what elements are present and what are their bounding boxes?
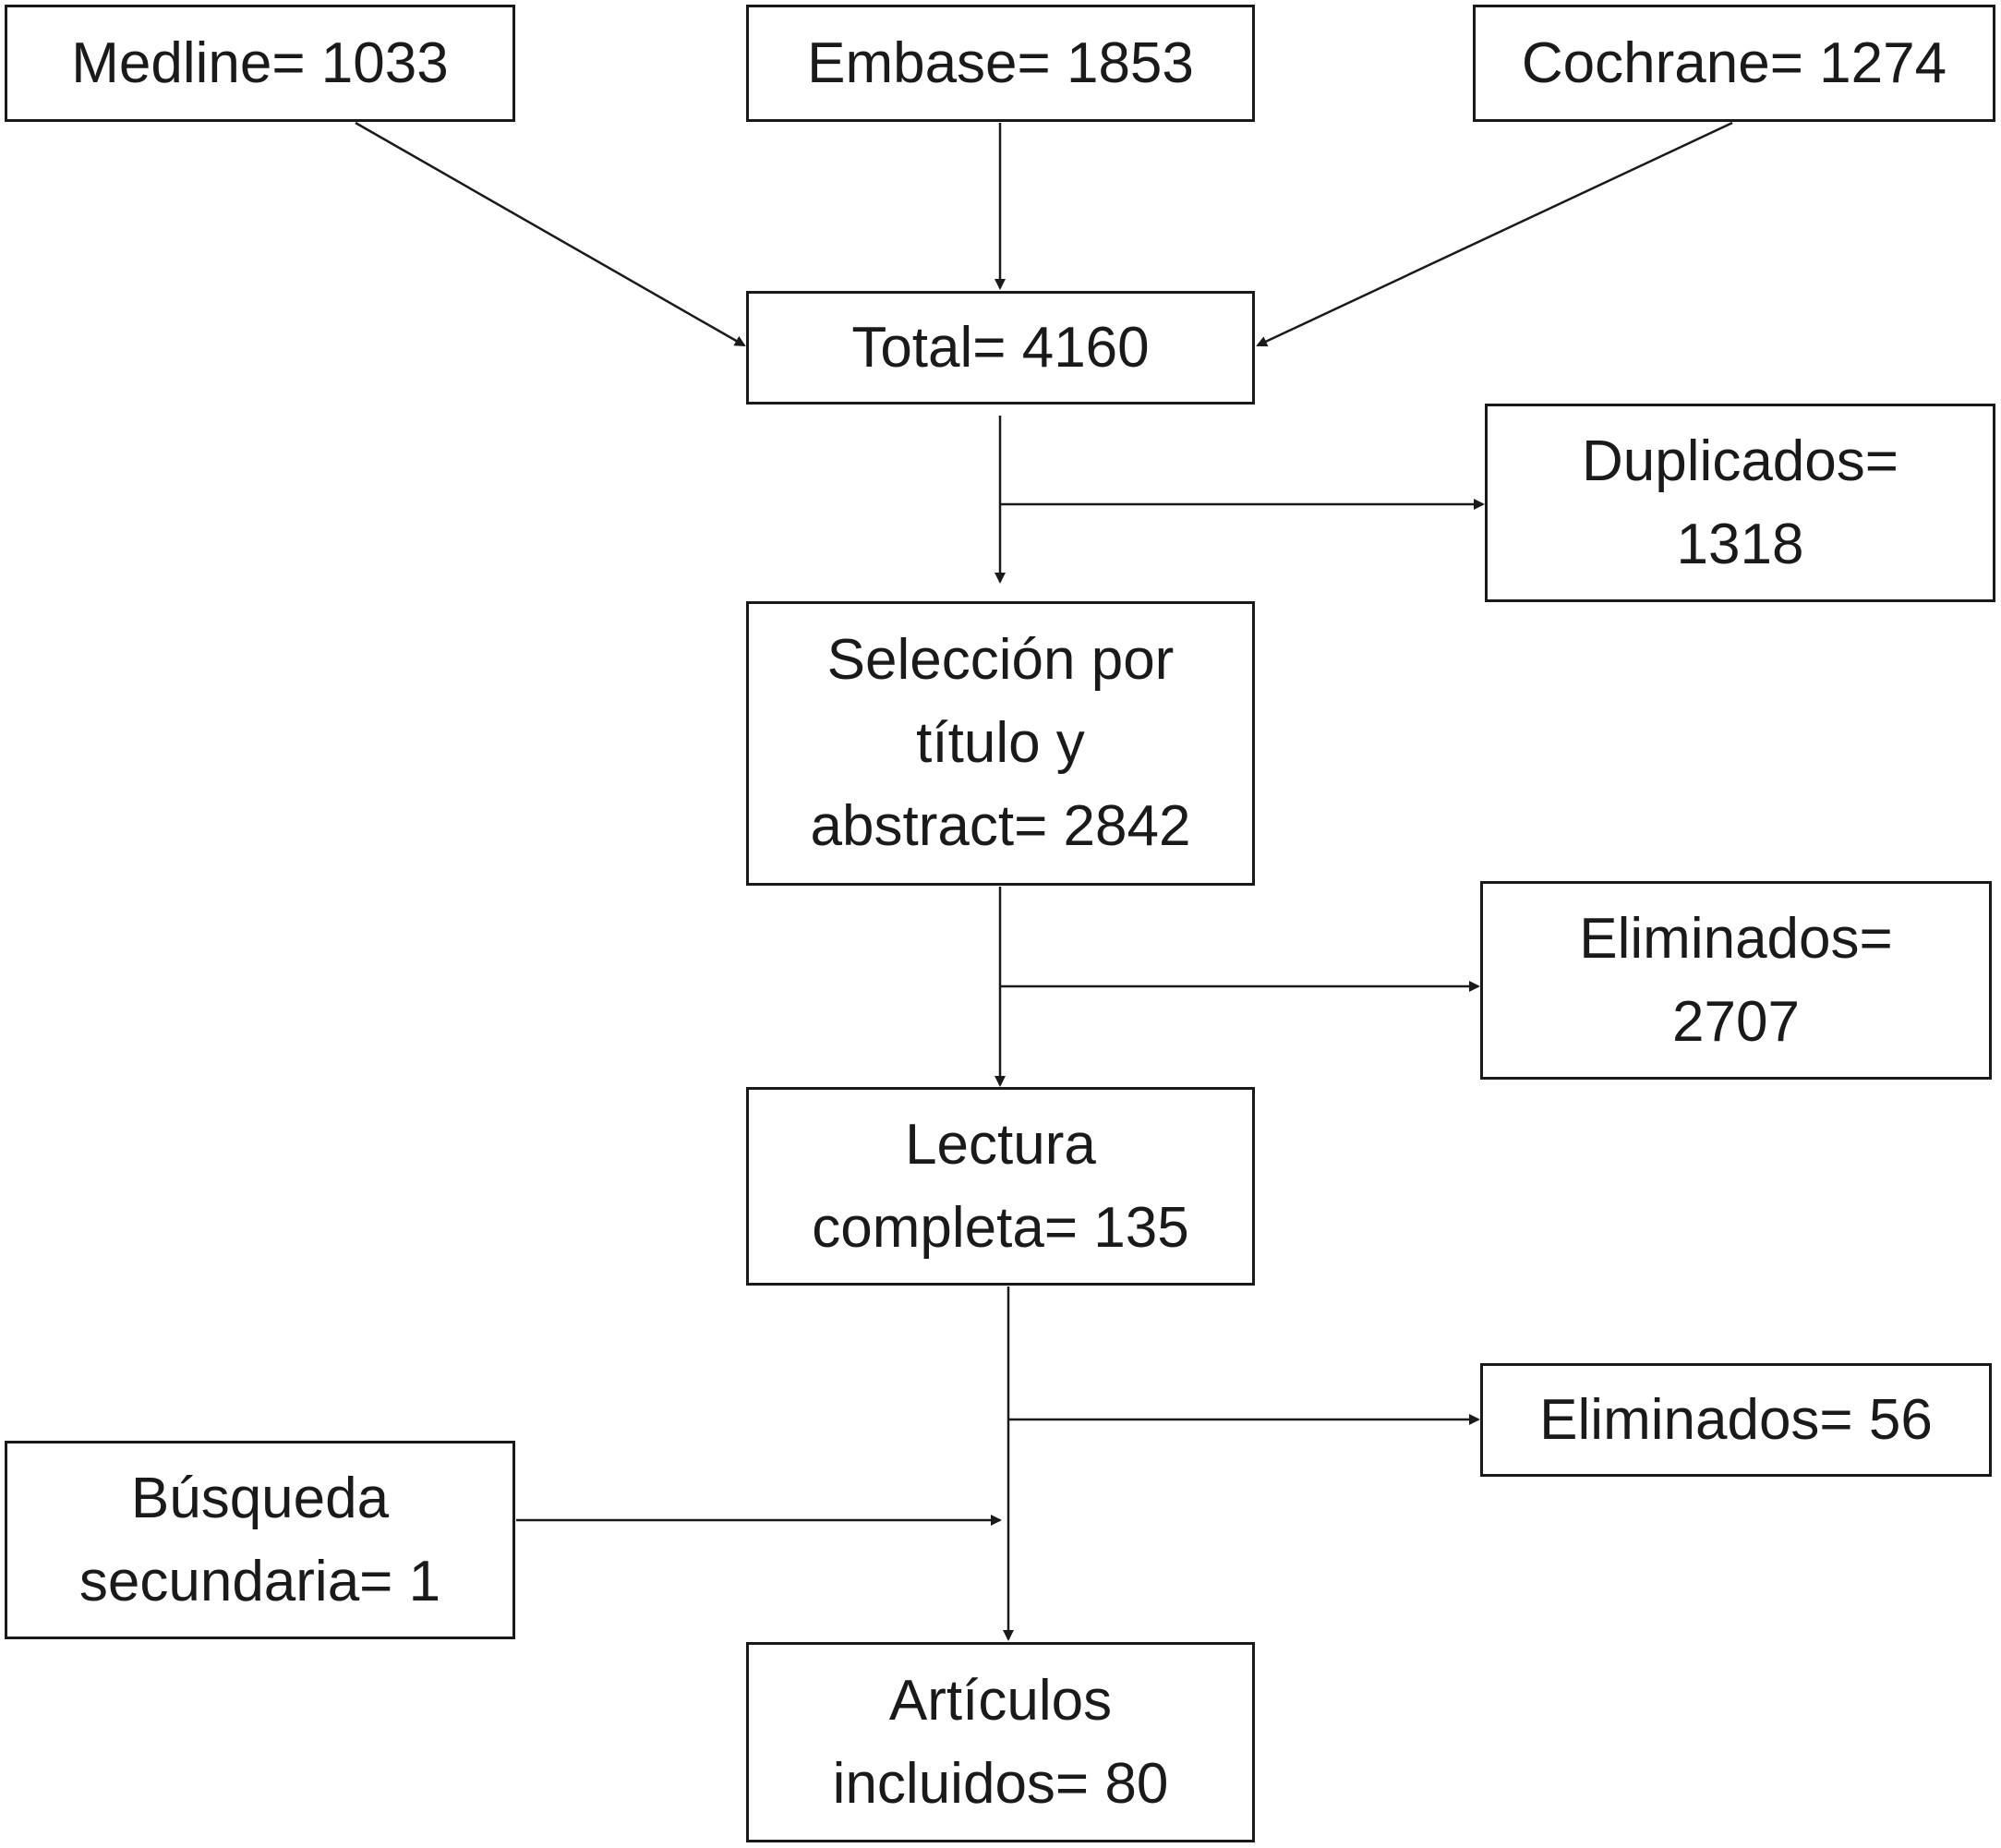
total-label: Total= 4160 [851,315,1150,380]
medline-label: Medline= 1033 [71,30,449,95]
busqueda-text: Búsqueda secundaria= 1 [79,1457,440,1624]
articulos-line-2: incluidos= 80 [832,1751,1169,1816]
eliminados-1-line-2: 2707 [1672,989,1800,1054]
embase-label: Embase= 1853 [807,30,1194,95]
seleccion-line-1: Selección por [826,628,1175,692]
eliminados-1-text: Eliminados= 2707 [1579,898,1892,1064]
duplicados-box: Duplicados= 1318 [1485,404,1995,602]
busqueda-box: Búsqueda secundaria= 1 [5,1441,515,1639]
busqueda-line-1: Búsqueda [130,1466,390,1530]
articulos-box: Artículos incluidos= 80 [746,1642,1255,1842]
eliminados-1-box: Eliminados= 2707 [1480,881,1992,1080]
lectura-text: Lectura completa= 135 [812,1104,1188,1270]
articulos-line-1: Artículos [888,1668,1113,1733]
eliminados-2-label: Eliminados= 56 [1539,1387,1933,1452]
eliminados-1-line-1: Eliminados= [1579,906,1893,971]
arrow-medline-to-total [355,121,746,347]
seleccion-line-2: título y [916,711,1085,775]
cochrane-box: Cochrane= 1274 [1473,5,1995,122]
embase-box: Embase= 1853 [746,5,1255,122]
duplicados-text: Duplicados= 1318 [1582,420,1899,586]
duplicados-line-2: 1318 [1676,512,1804,576]
medline-box: Medline= 1033 [5,5,515,122]
seleccion-box: Selección por título y abstract= 2842 [746,601,1255,886]
lectura-box: Lectura completa= 135 [746,1087,1255,1286]
articulos-text: Artículos incluidos= 80 [833,1660,1169,1826]
cochrane-label: Cochrane= 1274 [1521,30,1947,95]
lectura-line-2: completa= 135 [812,1195,1189,1260]
duplicados-line-1: Duplicados= [1582,429,1899,493]
total-box: Total= 4160 [746,291,1255,405]
busqueda-line-2: secundaria= 1 [78,1549,441,1613]
lectura-line-1: Lectura [905,1112,1096,1177]
arrow-cochrane-to-total [1256,121,1733,347]
seleccion-text: Selección por título y abstract= 2842 [811,619,1191,868]
eliminados-2-box: Eliminados= 56 [1480,1363,1992,1477]
seleccion-line-3: abstract= 2842 [810,794,1191,858]
